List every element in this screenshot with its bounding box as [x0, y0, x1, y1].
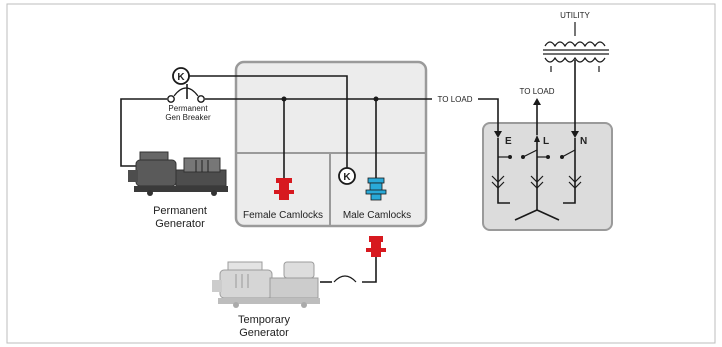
outer-frame [6, 3, 716, 344]
arrow-e-icon [494, 131, 502, 138]
breaker-icon [167, 87, 205, 103]
temporary-breaker-arc [333, 275, 357, 283]
permanent-generator-label-2: Generator [155, 218, 205, 230]
contactor-k2-label: K [343, 172, 351, 183]
breaker-label-line1: Permanent [168, 104, 208, 113]
to-load-bus-label: TO LOAD [438, 95, 473, 104]
permanent-generator-label-1: Permanent [153, 205, 207, 217]
utility-label: UTILITY [560, 11, 590, 20]
contactor-k-icon: K [172, 67, 190, 85]
camlock-temporary-icon [366, 236, 386, 257]
generator-feed-line [120, 98, 167, 167]
female-camlocks-label: Female Camlocks [243, 210, 323, 221]
contactor-k-label: K [177, 72, 185, 83]
transfer-switch-icon: E L N [491, 135, 587, 221]
switch-l-label: L [543, 136, 549, 147]
generator-icon [128, 151, 228, 196]
temporary-feed-line [362, 257, 377, 283]
switch-n-label: N [580, 136, 587, 147]
male-camlocks-label: Male Camlocks [343, 210, 411, 221]
contactor-control-line [189, 75, 348, 169]
to-load-switch-label: TO LOAD [520, 87, 555, 96]
contactor-k2-icon: K [338, 167, 356, 185]
switch-e-label: E [505, 136, 512, 147]
temporary-generator-icon [212, 261, 320, 308]
transfer-switch-box [482, 122, 613, 231]
to-load-arrow-icon [533, 98, 541, 105]
camlock-female-icon [274, 178, 294, 200]
temporary-generator-label-2: Generator [239, 327, 289, 339]
camlock-male-icon [365, 177, 387, 201]
breaker-label-line2: Gen Breaker [165, 113, 211, 122]
camlock-enclosure [234, 60, 428, 228]
temporary-generator-label-1: Temporary [238, 314, 290, 326]
bus-to-switch-line [478, 98, 499, 131]
transformer-icon [543, 22, 609, 138]
